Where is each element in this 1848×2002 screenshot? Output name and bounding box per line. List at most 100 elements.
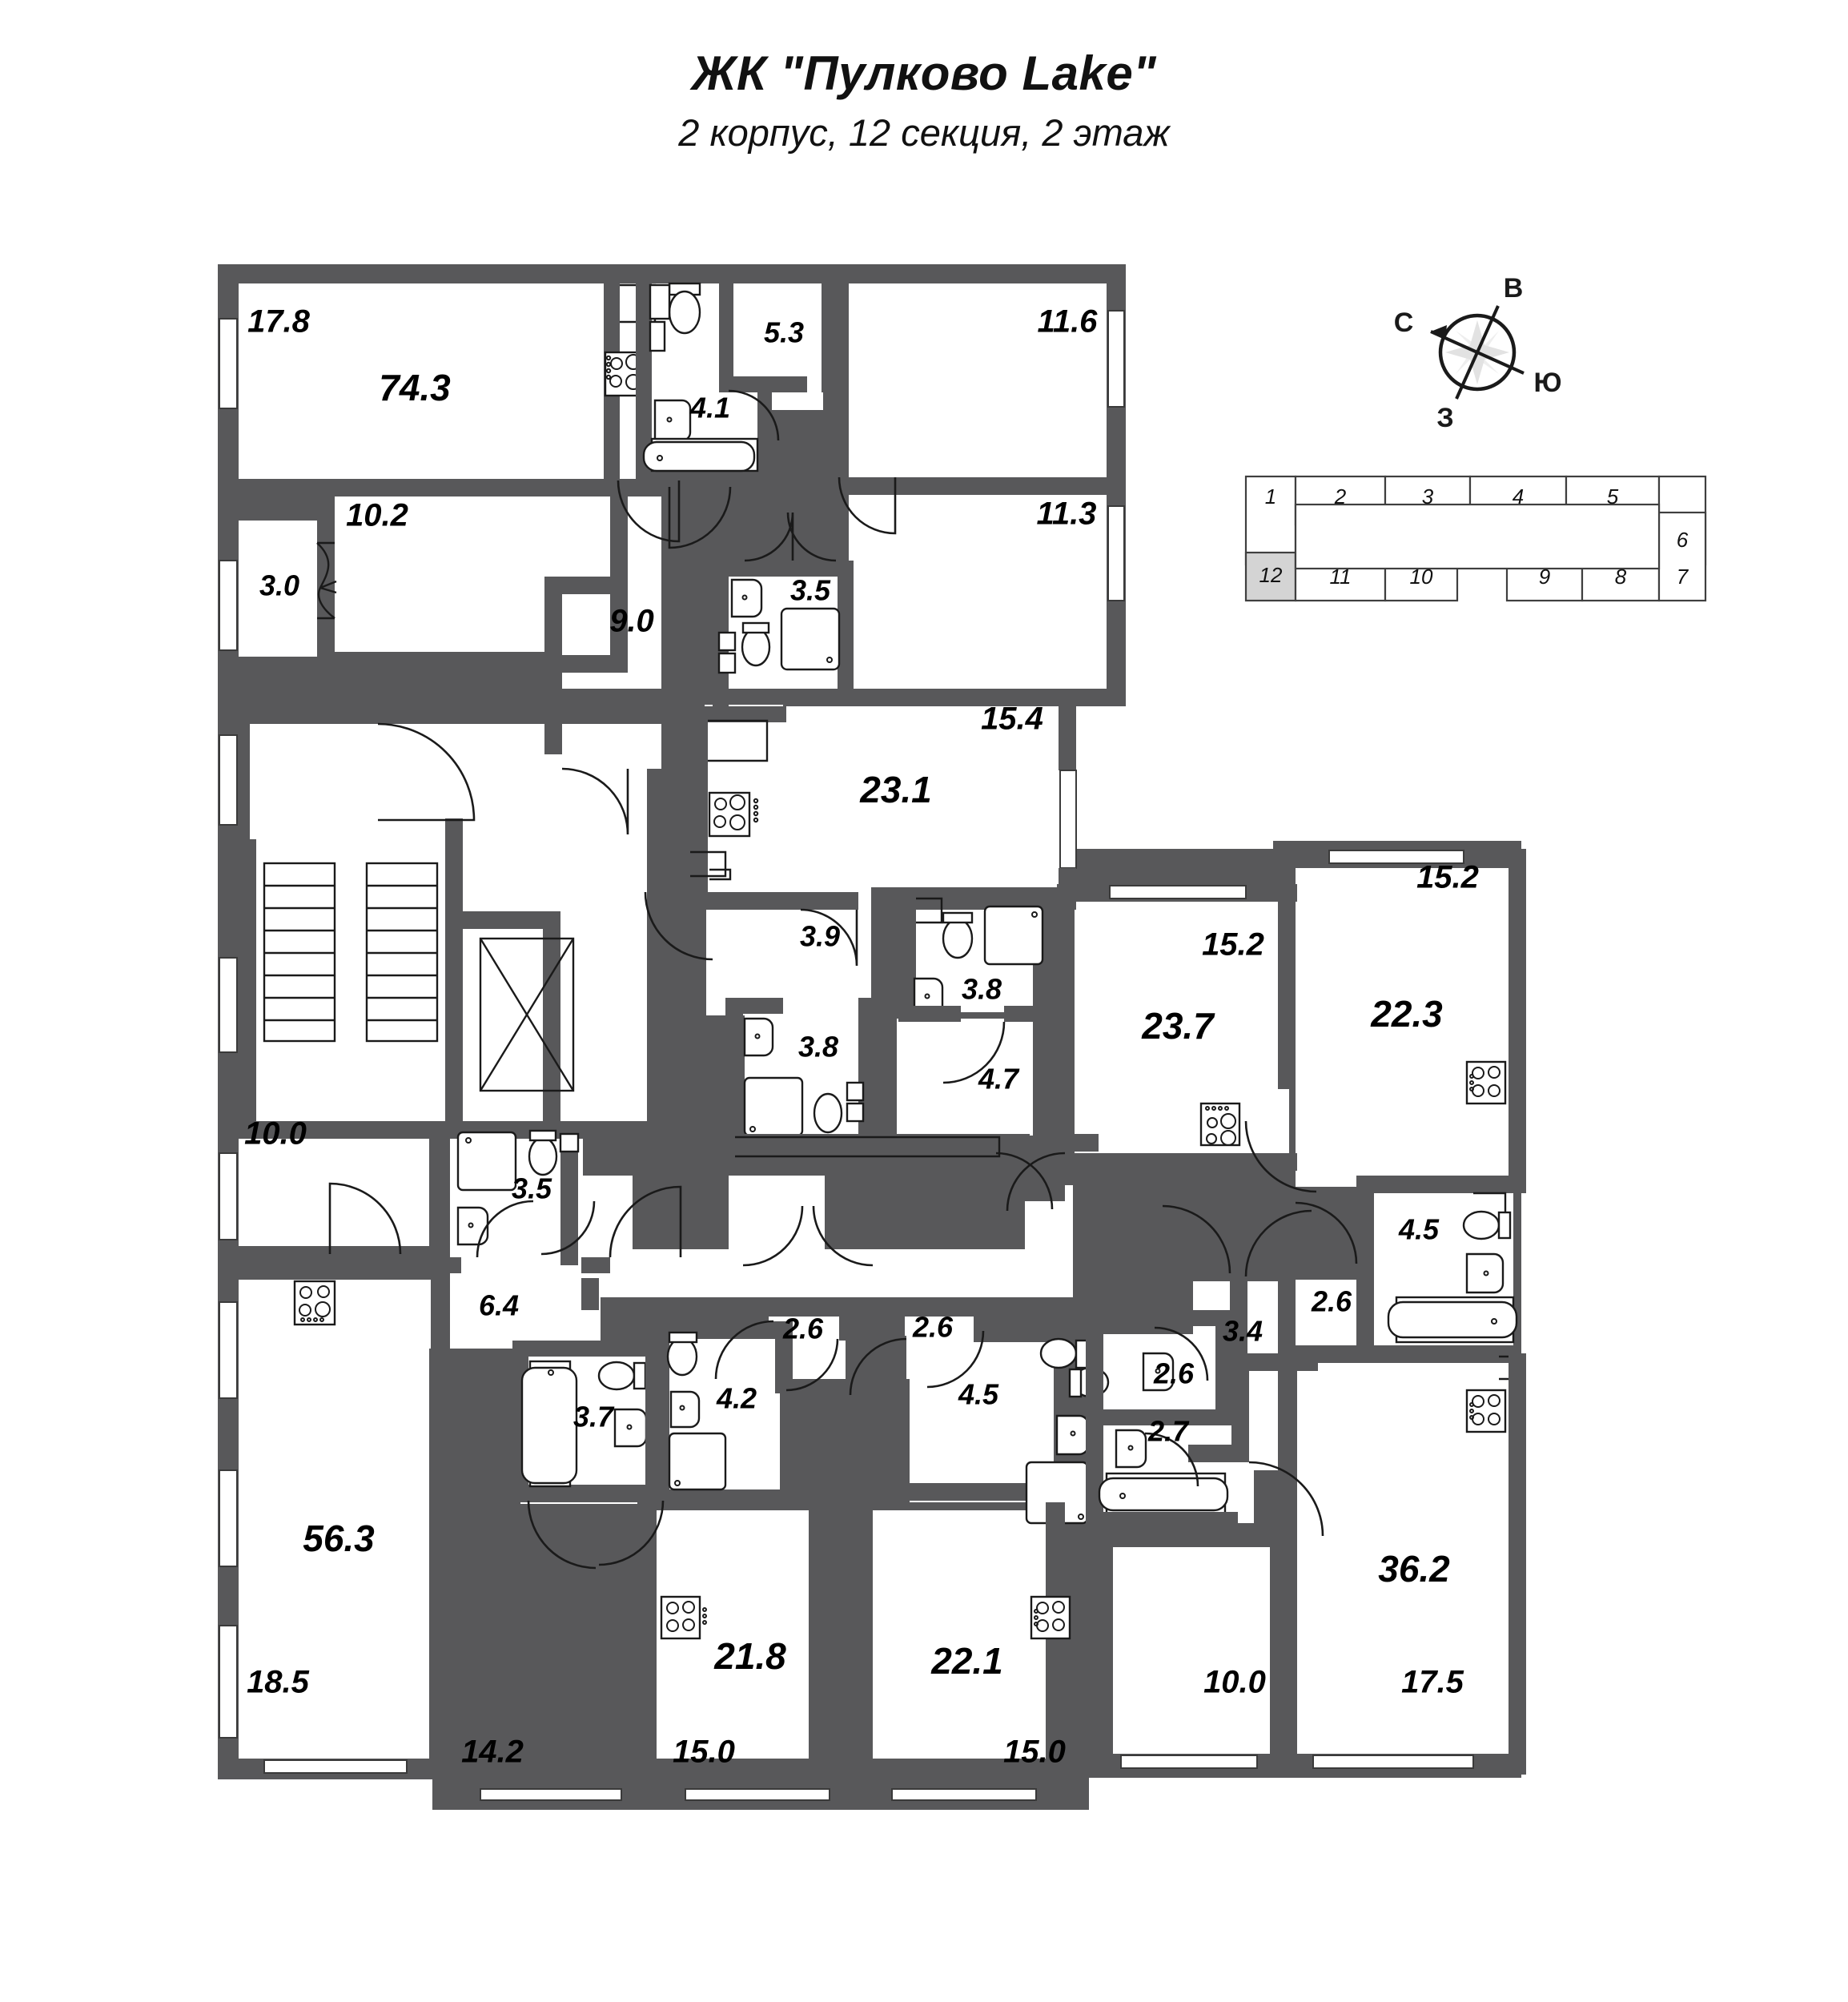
sink-icon bbox=[743, 1017, 774, 1057]
area-label: 2.6 bbox=[1311, 1285, 1352, 1318]
area-label: 3.8 bbox=[798, 1031, 838, 1063]
key-section-4: 4 bbox=[1513, 484, 1524, 509]
key-section-7: 7 bbox=[1677, 565, 1689, 589]
area-label: 4.7 bbox=[978, 1063, 1020, 1095]
key-section-3: 3 bbox=[1422, 484, 1434, 509]
area-label: 15.0 bbox=[673, 1735, 735, 1770]
area-label: 15.2 bbox=[1416, 860, 1479, 895]
area-label: 74.3 bbox=[379, 367, 451, 408]
toilet-icon bbox=[741, 621, 771, 667]
toilet-icon bbox=[666, 1331, 698, 1377]
sink-icon bbox=[653, 399, 692, 442]
key-section-11: 11 bbox=[1330, 565, 1352, 589]
area-label: 4.2 bbox=[716, 1382, 757, 1415]
key-section-8: 8 bbox=[1615, 565, 1627, 589]
stove-icon bbox=[1465, 1060, 1507, 1105]
key-section-9: 9 bbox=[1539, 565, 1550, 589]
key-section-10: 10 bbox=[1410, 565, 1433, 589]
page-title: ЖК "Пулково Lake" bbox=[691, 46, 1157, 100]
area-label: 3.7 bbox=[573, 1401, 615, 1433]
area-label: 2.6 bbox=[1153, 1357, 1195, 1390]
compass-label-west: З bbox=[1436, 403, 1453, 433]
area-label: 5.3 bbox=[764, 316, 804, 349]
area-label: 15.4 bbox=[981, 702, 1043, 737]
area-label: 36.2 bbox=[1378, 1548, 1450, 1590]
area-label: 18.5 bbox=[247, 1665, 310, 1700]
area-label: 3.4 bbox=[1223, 1315, 1263, 1348]
area-label: 2.6 bbox=[782, 1313, 824, 1345]
area-label: 23.7 bbox=[1141, 1005, 1215, 1047]
area-label: 22.3 bbox=[1370, 993, 1443, 1035]
area-label: 3.5 bbox=[512, 1172, 552, 1205]
sink-icon bbox=[456, 1206, 489, 1246]
area-label: 3.5 bbox=[790, 574, 831, 607]
area-label: 3.0 bbox=[259, 569, 299, 602]
bathtub-icon bbox=[1387, 1296, 1518, 1344]
sink-icon bbox=[1055, 1414, 1090, 1456]
area-label: 15.0 bbox=[1003, 1735, 1066, 1770]
door-swings bbox=[328, 389, 1358, 1570]
area-label: 4.5 bbox=[958, 1378, 999, 1411]
key-section-2: 2 bbox=[1334, 484, 1347, 509]
sink-icon bbox=[1142, 1352, 1175, 1392]
toilet-icon bbox=[942, 911, 974, 959]
area-label: 10.0 bbox=[244, 1116, 307, 1152]
stove-icon bbox=[293, 1280, 336, 1326]
area-label: 2.7 bbox=[1147, 1415, 1190, 1448]
bathtub-icon bbox=[1098, 1472, 1229, 1517]
shower-icon bbox=[983, 905, 1044, 966]
compass-label-east: В bbox=[1504, 273, 1524, 304]
key-section-12: 12 bbox=[1259, 563, 1283, 587]
compass-label-south: Ю bbox=[1533, 368, 1561, 398]
page-header: ЖК "Пулково Lake" 2 корпус, 12 секция, 2… bbox=[0, 48, 1848, 152]
area-label: 15.2 bbox=[1202, 927, 1264, 963]
stove-icon bbox=[1199, 1102, 1241, 1147]
area-label: 14.2 bbox=[461, 1735, 524, 1770]
elevator-shaft bbox=[479, 911, 575, 1121]
shower-icon bbox=[780, 607, 841, 671]
area-label: 9.0 bbox=[609, 604, 654, 639]
stove-icon bbox=[1030, 1595, 1071, 1640]
sink-icon bbox=[1115, 1429, 1147, 1469]
stove-icon bbox=[708, 791, 759, 838]
sink-icon bbox=[1465, 1252, 1505, 1294]
sink-icon bbox=[730, 578, 763, 618]
area-label: 56.3 bbox=[303, 1518, 375, 1559]
area-label: 2.6 bbox=[912, 1311, 954, 1344]
compass-label-north: С bbox=[1394, 308, 1414, 338]
shower-icon bbox=[668, 1432, 727, 1491]
shower-icon bbox=[456, 1131, 517, 1192]
key-plan: 1 2 3 4 5 6 12 11 10 9 8 7 bbox=[1244, 475, 1707, 602]
area-label: 3.9 bbox=[800, 920, 840, 953]
compass-rose: С В Ю З bbox=[1394, 273, 1562, 433]
key-section-1: 1 bbox=[1265, 484, 1276, 509]
staircase bbox=[263, 862, 439, 1043]
bathtub-icon bbox=[520, 1360, 578, 1488]
area-label: 22.1 bbox=[930, 1640, 1003, 1682]
toilet-icon bbox=[1462, 1210, 1512, 1240]
plan-linework bbox=[218, 264, 1526, 1807]
area-label: 11.6 bbox=[1038, 304, 1099, 340]
area-label: 4.5 bbox=[1398, 1213, 1440, 1246]
area-label: 10.2 bbox=[346, 498, 408, 533]
key-section-5: 5 bbox=[1607, 484, 1619, 509]
shower-icon bbox=[743, 1076, 804, 1137]
stove-icon bbox=[660, 1595, 707, 1640]
toilet-icon bbox=[597, 1361, 647, 1391]
area-label: 21.8 bbox=[713, 1635, 786, 1677]
area-label: 17.5 bbox=[1401, 1665, 1464, 1700]
area-label: 10.0 bbox=[1203, 1665, 1266, 1700]
sink-icon bbox=[613, 1408, 648, 1448]
toilet-icon bbox=[528, 1129, 558, 1176]
sink-icon bbox=[669, 1390, 701, 1429]
area-label: 17.8 bbox=[247, 304, 311, 340]
area-label: 6.4 bbox=[479, 1289, 519, 1322]
area-label: 4.1 bbox=[689, 392, 730, 424]
area-label: 23.1 bbox=[859, 769, 932, 810]
stove-icon bbox=[1465, 1389, 1507, 1433]
page-subtitle: 2 корпус, 12 секция, 2 этаж bbox=[678, 111, 1170, 154]
toilet-icon bbox=[1039, 1337, 1089, 1369]
